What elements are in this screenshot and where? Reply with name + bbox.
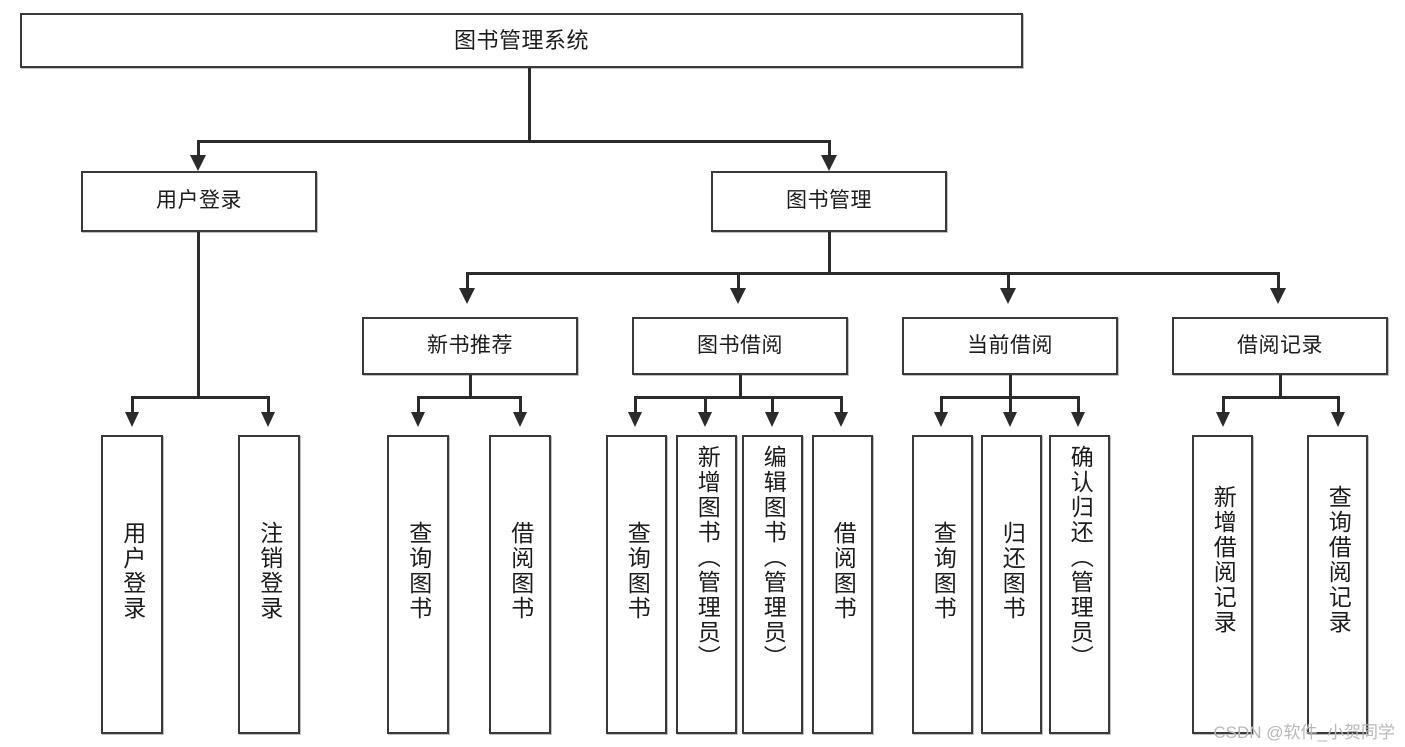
node-label: 确认归还（管理员） xyxy=(1067,445,1094,670)
arrow-to-bb-leaf4 xyxy=(834,412,848,427)
connector-leg-bb-leaf2 xyxy=(704,396,707,414)
connector-leg-book-manage xyxy=(828,140,831,157)
connector-leg-borrow-record xyxy=(1277,272,1280,290)
node-label: 注销登录 xyxy=(256,521,283,621)
node-label: 新书推荐 xyxy=(427,333,513,357)
arrow-to-nb-leaf1 xyxy=(411,412,425,427)
node-book-manage[interactable]: 图书管理 xyxy=(711,171,947,232)
connector-root-stem xyxy=(528,68,531,140)
leaf-user-login[interactable]: 用户登录 xyxy=(101,435,163,734)
node-label: 借阅记录 xyxy=(1237,333,1323,357)
node-label: 用户登录 xyxy=(156,189,242,213)
connector-leg-ul-leaf1 xyxy=(131,396,134,414)
node-label: 图书管理 xyxy=(786,189,872,213)
connector-user-login-bus xyxy=(131,396,270,399)
node-label: 用户登录 xyxy=(119,521,146,621)
node-label: 图书借阅 xyxy=(697,333,783,357)
connector-new-book-stem xyxy=(469,375,472,396)
leaf-bb-add-book-admin[interactable]: 新增图书（管理员） xyxy=(676,435,737,734)
leaf-bb-query-book[interactable]: 查询图书 xyxy=(606,435,667,734)
arrow-to-user-login xyxy=(190,155,206,171)
connector-leg-cb-leaf1 xyxy=(940,396,943,414)
arrow-to-bb-leaf2 xyxy=(698,412,712,427)
node-label: 查询借阅记录 xyxy=(1325,485,1352,635)
connector-book-manage-stem xyxy=(828,232,831,272)
connector-current-borrow-stem xyxy=(1009,375,1012,396)
arrow-to-ul-leaf2 xyxy=(261,412,275,427)
arrow-to-new-book xyxy=(459,288,475,304)
node-user-login[interactable]: 用户登录 xyxy=(81,171,317,232)
arrow-to-bb-leaf3 xyxy=(765,412,779,427)
arrow-to-ul-leaf1 xyxy=(125,412,139,427)
leaf-cb-return-book[interactable]: 归还图书 xyxy=(981,435,1042,734)
connector-book-borrow-bus xyxy=(634,396,843,399)
node-label: 查询图书 xyxy=(624,521,651,621)
node-label: 借阅图书 xyxy=(830,521,857,621)
arrow-to-nb-leaf2 xyxy=(513,412,527,427)
connector-root-bus xyxy=(197,140,831,143)
connector-user-login-stem xyxy=(197,232,200,396)
connector-leg-user-login xyxy=(197,140,200,157)
leaf-nb-borrow-book[interactable]: 借阅图书 xyxy=(489,435,551,734)
node-label: 查询图书 xyxy=(405,521,432,621)
connector-leg-bb-leaf1 xyxy=(634,396,637,414)
connector-leg-bb-leaf4 xyxy=(840,396,843,414)
connector-book-borrow-stem xyxy=(739,375,742,396)
arrow-to-br-leaf1 xyxy=(1216,412,1230,427)
connector-leg-br-leaf1 xyxy=(1222,396,1225,414)
node-label: 新增借阅记录 xyxy=(1210,485,1237,635)
connector-leg-br-leaf2 xyxy=(1337,396,1340,414)
node-label: 归还图书 xyxy=(999,521,1026,621)
connector-leg-ul-leaf2 xyxy=(267,396,270,414)
connector-leg-new-book xyxy=(466,272,469,290)
leaf-bb-borrow-book[interactable]: 借阅图书 xyxy=(812,435,873,734)
node-new-book-recommend[interactable]: 新书推荐 xyxy=(362,317,578,375)
connector-leg-cb-leaf3 xyxy=(1077,396,1080,414)
connector-new-book-bus xyxy=(417,396,522,399)
connector-borrow-record-bus xyxy=(1222,396,1340,399)
node-label: 查询图书 xyxy=(930,521,957,621)
leaf-bb-edit-book-admin[interactable]: 编辑图书（管理员） xyxy=(742,435,803,734)
leaf-user-logout[interactable]: 注销登录 xyxy=(238,435,300,734)
node-book-borrow[interactable]: 图书借阅 xyxy=(632,317,848,375)
arrow-to-book-borrow xyxy=(730,288,746,304)
connector-borrow-record-stem xyxy=(1279,375,1282,396)
node-label: 当前借阅 xyxy=(967,333,1053,357)
arrow-to-current-borrow xyxy=(1000,288,1016,304)
arrow-to-cb-leaf3 xyxy=(1071,412,1085,427)
arrow-to-borrow-record xyxy=(1270,288,1286,304)
arrow-to-book-manage xyxy=(821,155,837,171)
node-borrow-record[interactable]: 借阅记录 xyxy=(1172,317,1388,375)
node-label: 图书管理系统 xyxy=(453,27,589,53)
leaf-cb-confirm-return-admin[interactable]: 确认归还（管理员） xyxy=(1049,435,1110,734)
connector-leg-nb-leaf2 xyxy=(519,396,522,414)
node-current-borrow[interactable]: 当前借阅 xyxy=(902,317,1118,375)
connector-leg-cb-leaf2 xyxy=(1009,396,1012,414)
node-label: 编辑图书（管理员） xyxy=(760,445,787,670)
leaf-br-add-record[interactable]: 新增借阅记录 xyxy=(1192,435,1253,734)
node-label: 新增图书（管理员） xyxy=(694,445,721,670)
leaf-br-query-record[interactable]: 查询借阅记录 xyxy=(1307,435,1368,734)
arrow-to-br-leaf2 xyxy=(1331,412,1345,427)
leaf-cb-query-book[interactable]: 查询图书 xyxy=(912,435,973,734)
connector-leg-bb-leaf3 xyxy=(771,396,774,414)
connector-level3-bus xyxy=(466,272,1280,275)
node-label: 借阅图书 xyxy=(507,521,534,621)
arrow-to-cb-leaf1 xyxy=(934,412,948,427)
node-root-system[interactable]: 图书管理系统 xyxy=(20,13,1023,68)
connector-leg-nb-leaf1 xyxy=(417,396,420,414)
arrow-to-bb-leaf1 xyxy=(628,412,642,427)
connector-leg-current-borrow xyxy=(1007,272,1010,290)
arrow-to-cb-leaf2 xyxy=(1003,412,1017,427)
connector-leg-book-borrow xyxy=(737,272,740,290)
leaf-nb-query-book[interactable]: 查询图书 xyxy=(387,435,449,734)
